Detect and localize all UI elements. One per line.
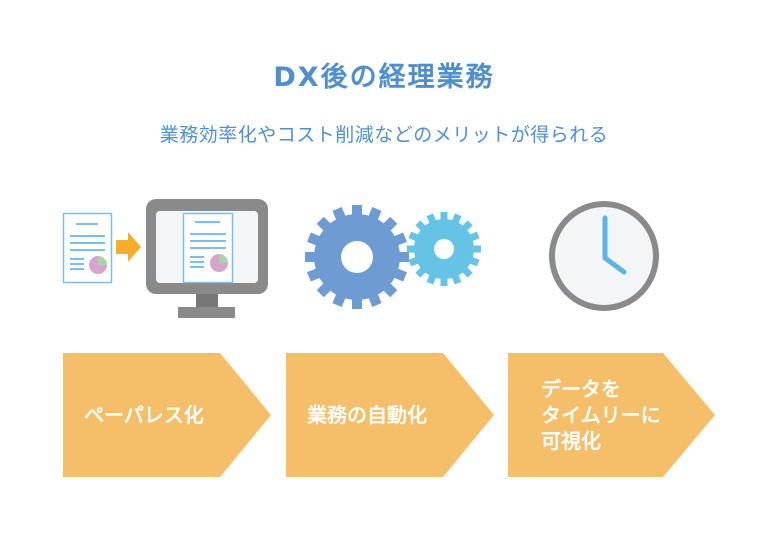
- document-icon: [62, 212, 113, 284]
- step-paperless: ペーパレス化: [63, 353, 271, 477]
- step-label: データを タイムリーに 可視化: [541, 377, 661, 453]
- gear-large-icon: [305, 205, 409, 309]
- step-visualization: データを タイムリーに 可視化: [508, 353, 716, 477]
- step-automation: 業務の自動化: [286, 353, 494, 477]
- clock-icon: [549, 201, 659, 311]
- gear-small-icon: [407, 212, 481, 286]
- page-subtitle: 業務効率化やコスト削減などのメリットが得られる: [159, 124, 609, 146]
- arrow-right-icon: [116, 232, 141, 262]
- step-label: 業務の自動化: [307, 403, 427, 427]
- page-title: DX後の経理業務: [273, 62, 495, 93]
- monitor-icon: [146, 199, 268, 318]
- step-label: ペーパレス化: [84, 403, 204, 427]
